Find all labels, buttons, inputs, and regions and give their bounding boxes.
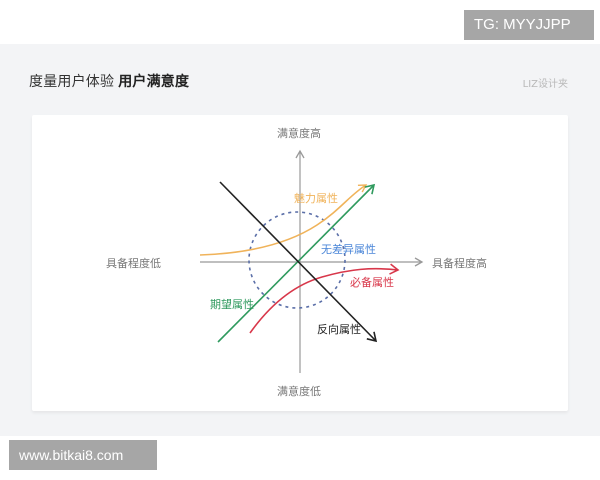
one-dimensional-label: 期望属性: [210, 298, 254, 311]
reverse-label: 反向属性: [317, 323, 361, 336]
watermark-bottom: www.bitkai8.com: [9, 440, 157, 470]
attractive-label: 魅力属性: [294, 192, 338, 205]
indifferent-label: 无差异属性: [321, 243, 376, 256]
y-axis-top-label: 满意度高: [277, 127, 321, 140]
brand-label: LIZ设计夹: [522, 79, 568, 90]
kano-diagram-card: 满意度高 满意度低 具备程度低 具备程度高 魅力属性 无差异属性 必备属性 期望…: [32, 115, 568, 411]
indifferent-zone-circle: [248, 211, 346, 309]
must-be-label: 必备属性: [350, 276, 394, 289]
one-dimensional-line: [217, 183, 376, 343]
y-axis-bottom-label: 满意度低: [277, 385, 321, 398]
must-be-curve: [249, 263, 400, 334]
kano-diagram: [199, 149, 424, 373]
watermark-top: TG: MYYJJPP: [464, 10, 594, 40]
title-bold: 用户满意度: [118, 74, 190, 90]
reverse-line: [219, 181, 378, 343]
attractive-curve: [199, 184, 368, 256]
x-axis-left-label: 具备程度低: [106, 257, 161, 270]
page-title: 度量用户体验用户满意度: [29, 71, 189, 91]
title-regular: 度量用户体验: [29, 74, 115, 90]
x-axis-right-label: 具备程度高: [432, 257, 487, 270]
